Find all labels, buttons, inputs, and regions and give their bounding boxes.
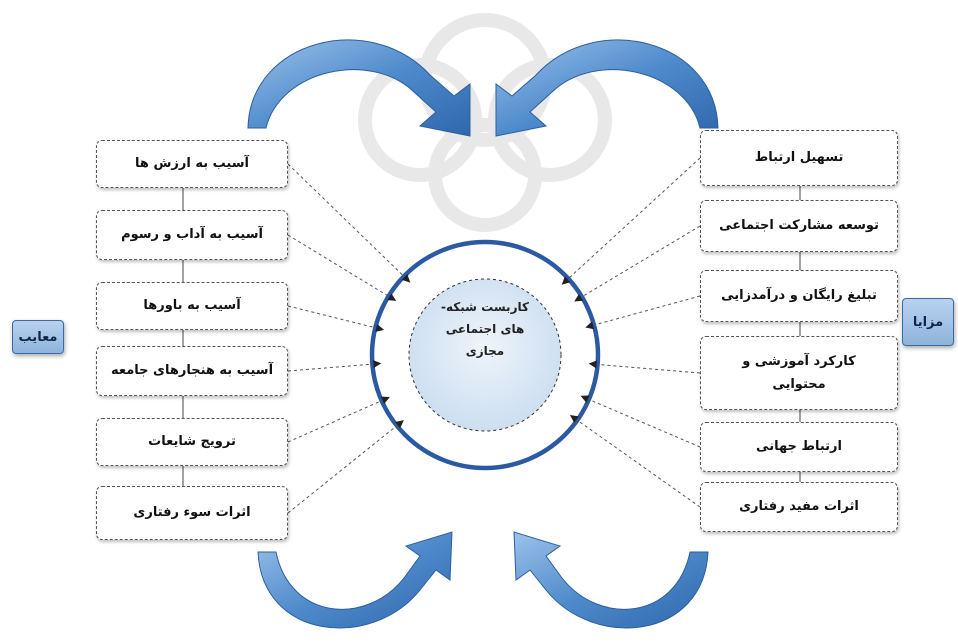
center-line-3: مجازی — [465, 344, 505, 359]
advantage-box-education: کارکرد آموزشی و محتوایی — [700, 336, 898, 410]
advantage-box-global: ارتباط جهانی — [700, 422, 898, 472]
disadvantages-label: معایب — [12, 320, 64, 354]
disadvantage-box-norms: آسیب به هنجارهای جامعه — [96, 346, 288, 396]
center-line-1: کاربست شبکه- — [441, 300, 529, 314]
connector-line — [579, 225, 701, 299]
disadvantage-box-rumors: ترویج شایعات — [96, 418, 288, 466]
curved-arrow-bottom-right-icon — [513, 531, 709, 629]
disadvantage-box-customs: آسیب به آداب و رسوم — [96, 210, 288, 260]
center-line-2: های اجتماعی — [445, 322, 525, 337]
connector-arrowhead-icon — [401, 274, 411, 283]
connector-arrowhead-icon — [561, 276, 571, 285]
connector-line — [585, 397, 701, 448]
connector-arrowhead-icon — [375, 324, 385, 332]
disadvantage-box-beliefs: آسیب به باورها — [96, 282, 288, 330]
advantage-education-line-2: محتوایی — [772, 377, 826, 392]
curved-arrow-top-left-icon — [247, 39, 471, 137]
connector-line — [574, 418, 701, 508]
connector-arrowhead-icon — [380, 396, 390, 404]
curved-arrow-bottom-left-icon — [257, 531, 453, 629]
connector-line — [287, 363, 376, 372]
connector-arrowhead-icon — [569, 415, 579, 423]
curved-arrow-top-right-icon — [495, 39, 719, 137]
connector-line — [287, 305, 379, 329]
connector-line — [287, 234, 392, 299]
connector-arrowhead-icon — [387, 293, 397, 301]
advantage-box-beneficial: اثرات مفید رفتاری — [700, 482, 898, 532]
center-title: کاربست شبکه- های اجتماعی مجازی — [437, 296, 533, 363]
connector-arrowhead-icon — [588, 360, 597, 369]
connector-lines — [287, 157, 701, 514]
advantage-box-communication: تسهیل ارتباط — [700, 130, 898, 186]
connector-line — [594, 363, 701, 374]
connector-line — [590, 295, 701, 327]
disadvantage-box-values: آسیب به ارزش ها — [96, 140, 288, 188]
advantage-box-participation: توسعه مشارکت اجتماعی — [700, 200, 898, 252]
connector-arrowhead-icon — [373, 360, 382, 369]
connector-line — [287, 163, 407, 279]
connector-line — [287, 398, 385, 443]
vertical-links — [182, 186, 801, 486]
connector-arrowhead-icon — [395, 420, 404, 429]
connector-arrowhead-icon — [580, 395, 590, 403]
connector-line — [287, 423, 400, 514]
curved-arrows — [247, 39, 719, 629]
advantage-education-line-1: کارکرد آموزشی و — [742, 353, 856, 369]
connector-line — [565, 157, 701, 282]
advantage-box-advertising: تبلیغ رایگان و درآمدزایی — [700, 270, 898, 322]
connector-arrowhead-icon — [574, 293, 584, 302]
advantages-label: مزایا — [902, 298, 954, 346]
disadvantage-box-behavioral: اثرات سوء رفتاری — [96, 486, 288, 540]
inner-circle — [408, 278, 562, 432]
connector-arrowhead-icon — [585, 321, 595, 330]
